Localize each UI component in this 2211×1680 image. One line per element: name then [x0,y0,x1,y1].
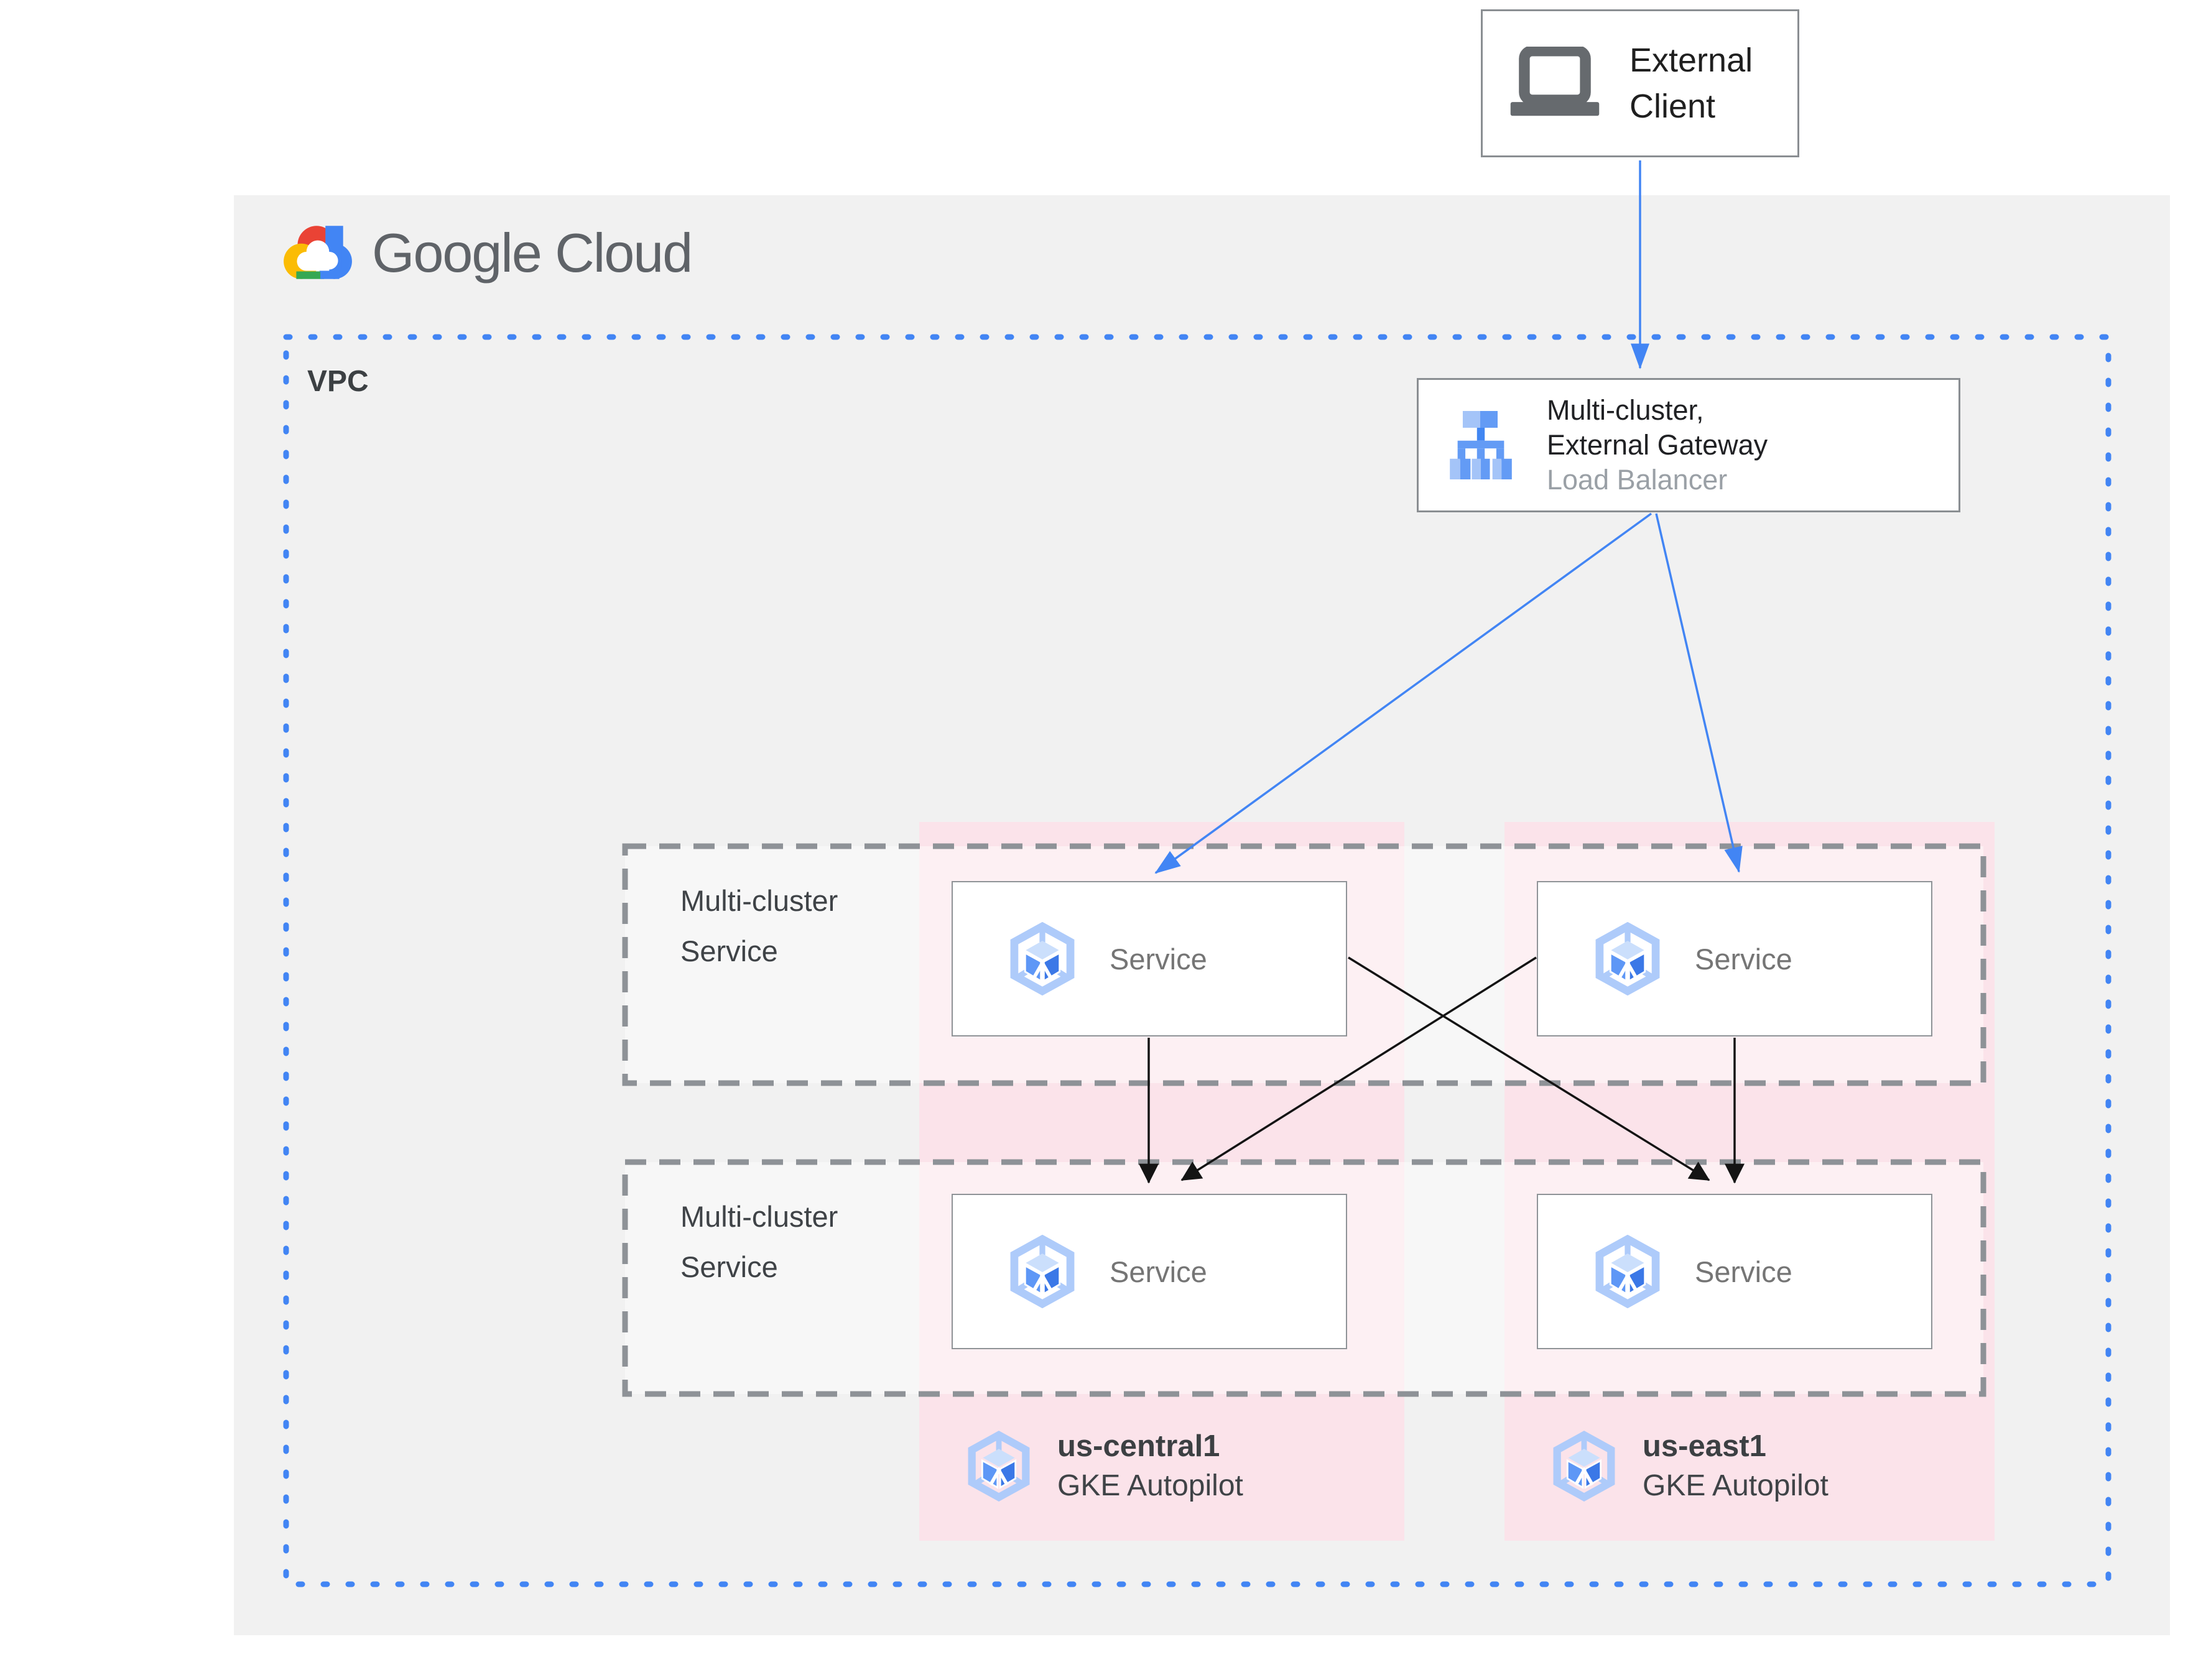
multi-cluster-service-row1-label: Multi-cluster Service [680,884,838,967]
cluster-name: us-east1 [1643,1429,1766,1463]
laptop-icon [1510,47,1600,116]
load-balancer-subtitle: Load Balancer [1547,464,1728,496]
service-node-row2-us-east1: Service [1537,1194,1932,1349]
cluster-type: GKE Autopilot [1057,1469,1243,1502]
service-label: Service [1695,942,1792,976]
load-balancer-title-line1: Multi-cluster, [1547,394,1704,426]
service-label: Service [1110,1255,1207,1288]
external-client-label: External Client [1629,42,1753,125]
gke-service-icon [1010,922,1075,995]
gke-service-icon [1595,922,1660,995]
multi-cluster-service-row2-label: Multi-cluster Service [680,1200,838,1283]
vpc-boundary [283,334,2111,1587]
service-node-row1-us-east1: Service [1537,881,1932,1036]
gke-cluster-icon [968,1431,1030,1502]
load-balancer-icon [1450,411,1512,479]
gke-service-icon [1595,1235,1660,1308]
gke-cluster-icon [1553,1431,1615,1502]
service-node-row1-us-central1: Service [952,881,1347,1036]
load-balancer-title-line2: External Gateway [1547,429,1768,461]
cluster-label-us-central1: us-central1 GKE Autopilot [968,1426,1243,1506]
gke-service-icon [1010,1235,1075,1308]
google-cloud-wordmark: Google Cloud [372,222,693,284]
google-cloud-logo: Google Cloud [281,221,693,285]
external-client-node: External Client [1481,9,1799,157]
load-balancer-text: Multi-cluster, External Gateway Load Bal… [1547,393,1768,497]
cluster-type: GKE Autopilot [1643,1469,1829,1502]
cluster-name: us-central1 [1057,1429,1220,1463]
google-cloud-logo-icon [284,226,352,279]
vpc-label: VPC [307,365,369,398]
cluster-label-us-east1: us-east1 GKE Autopilot [1553,1426,1829,1506]
load-balancer-node: Multi-cluster, External Gateway Load Bal… [1417,378,1960,512]
service-node-row2-us-central1: Service [952,1194,1347,1349]
service-label: Service [1110,942,1207,976]
service-label: Service [1695,1255,1792,1288]
